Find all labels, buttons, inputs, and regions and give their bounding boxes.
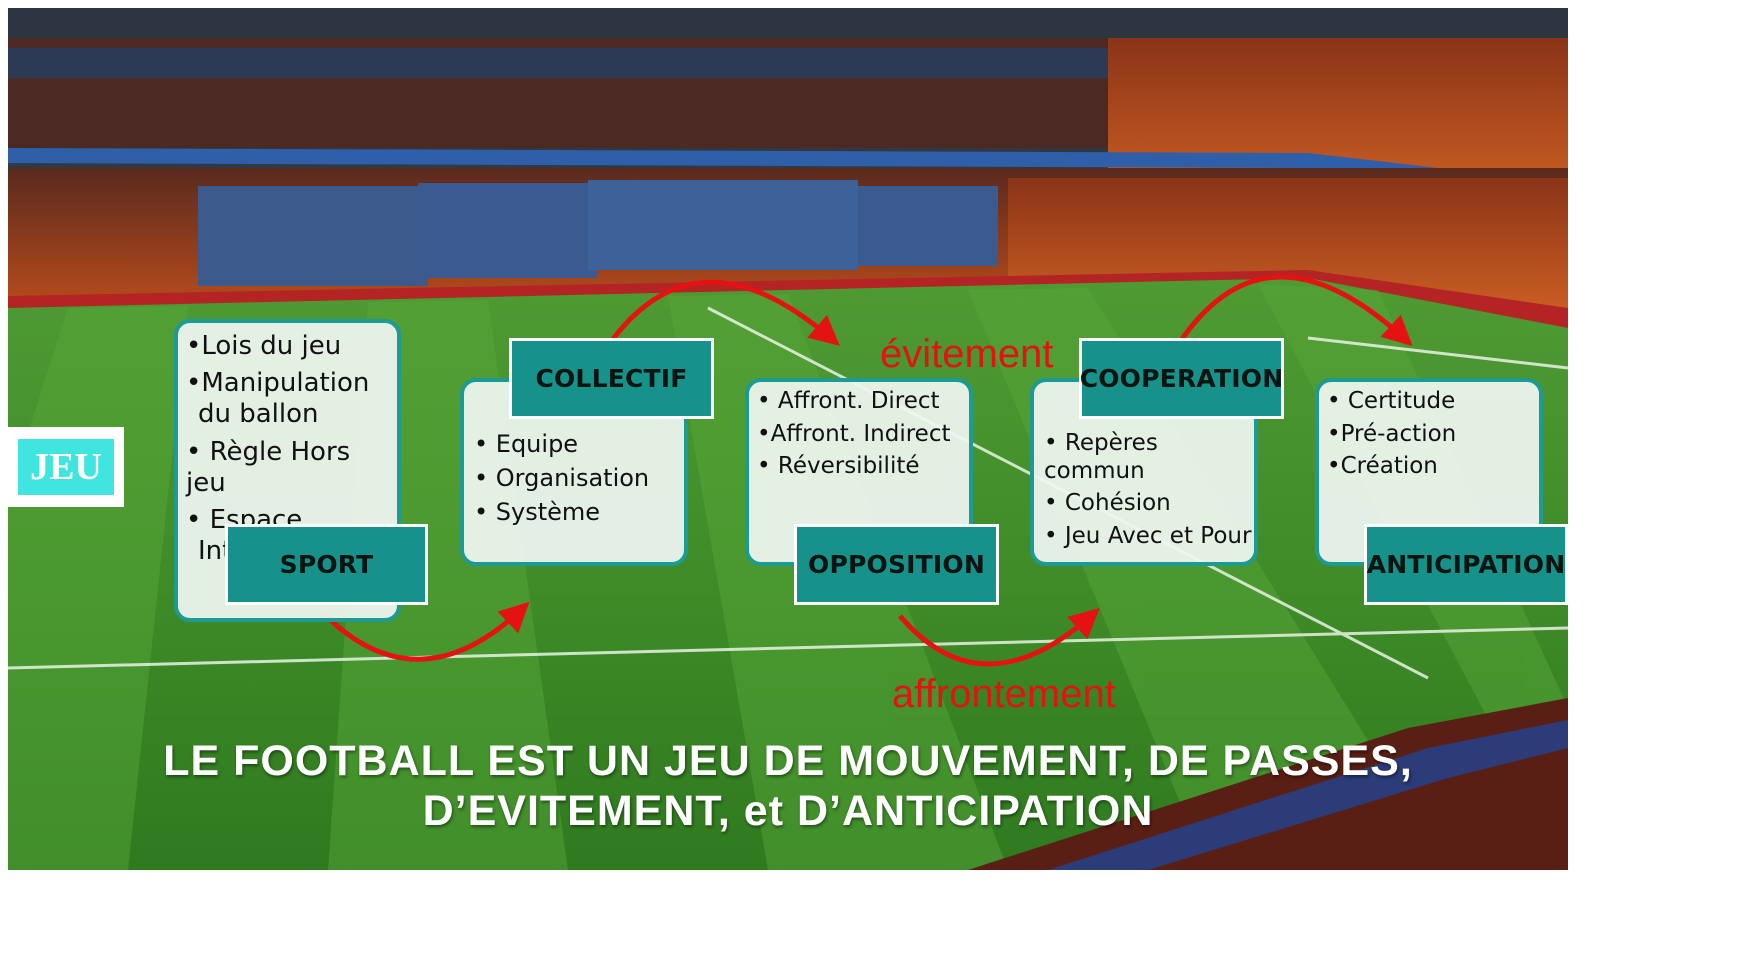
label-affrontement: affrontement: [892, 672, 1116, 716]
list-item: •Lois du jeu: [186, 331, 342, 361]
list-item: • Système: [474, 497, 601, 526]
list-item: • Repères commun: [1044, 430, 1158, 484]
list-item: • Certitude: [1327, 388, 1456, 414]
list-item: •Création: [1327, 453, 1438, 480]
header-sport: SPORT: [225, 524, 428, 605]
header-opposition: OPPOSITION: [794, 524, 999, 605]
banner-line-2: D’EVITEMENT, et D’ANTICIPATION: [422, 787, 1154, 835]
arrow-opposition-cooperation: [898, 607, 1100, 667]
list-item: •Pré-action: [1327, 420, 1457, 447]
header-collectif: COLLECTIF: [509, 338, 714, 419]
banner-line-1: LE FOOTBALL EST UN JEU DE MOUVEMENT, DE …: [163, 737, 1413, 785]
arrow-sport-collectif: [321, 601, 530, 662]
list-item: • Equipe: [474, 430, 579, 458]
list-item: • Affront. Direct: [757, 388, 940, 414]
slide: JEU •Lois du jeu •Manipulation du ballon…: [8, 8, 1568, 870]
footer-banner: LE FOOTBALL EST UN JEU DE MOUVEMENT, DE …: [8, 736, 1568, 836]
header-anticipation: ANTICIPATION: [1364, 524, 1568, 605]
jeu-label: JEU: [8, 427, 124, 507]
list-item: • Cohésion: [1044, 490, 1171, 517]
jeu-text: JEU: [18, 439, 114, 495]
arrow-cooperation-anticipation: [1177, 274, 1413, 347]
arrow-collectif-opposition: [607, 279, 840, 346]
list-item: •Manipulation du ballon: [186, 368, 370, 430]
list-item: • Règle Hors jeu: [186, 436, 351, 498]
label-evitement: évitement: [880, 332, 1054, 376]
list-item: • Jeu Avec et Pour: [1044, 522, 1252, 549]
list-item: • Réversibilité: [757, 453, 920, 480]
flow-arrows: [321, 274, 1413, 667]
list-item: • Organisation: [474, 463, 650, 492]
header-cooperation: COOPERATION: [1079, 338, 1284, 419]
list-item: •Affront. Indirect: [757, 420, 951, 447]
